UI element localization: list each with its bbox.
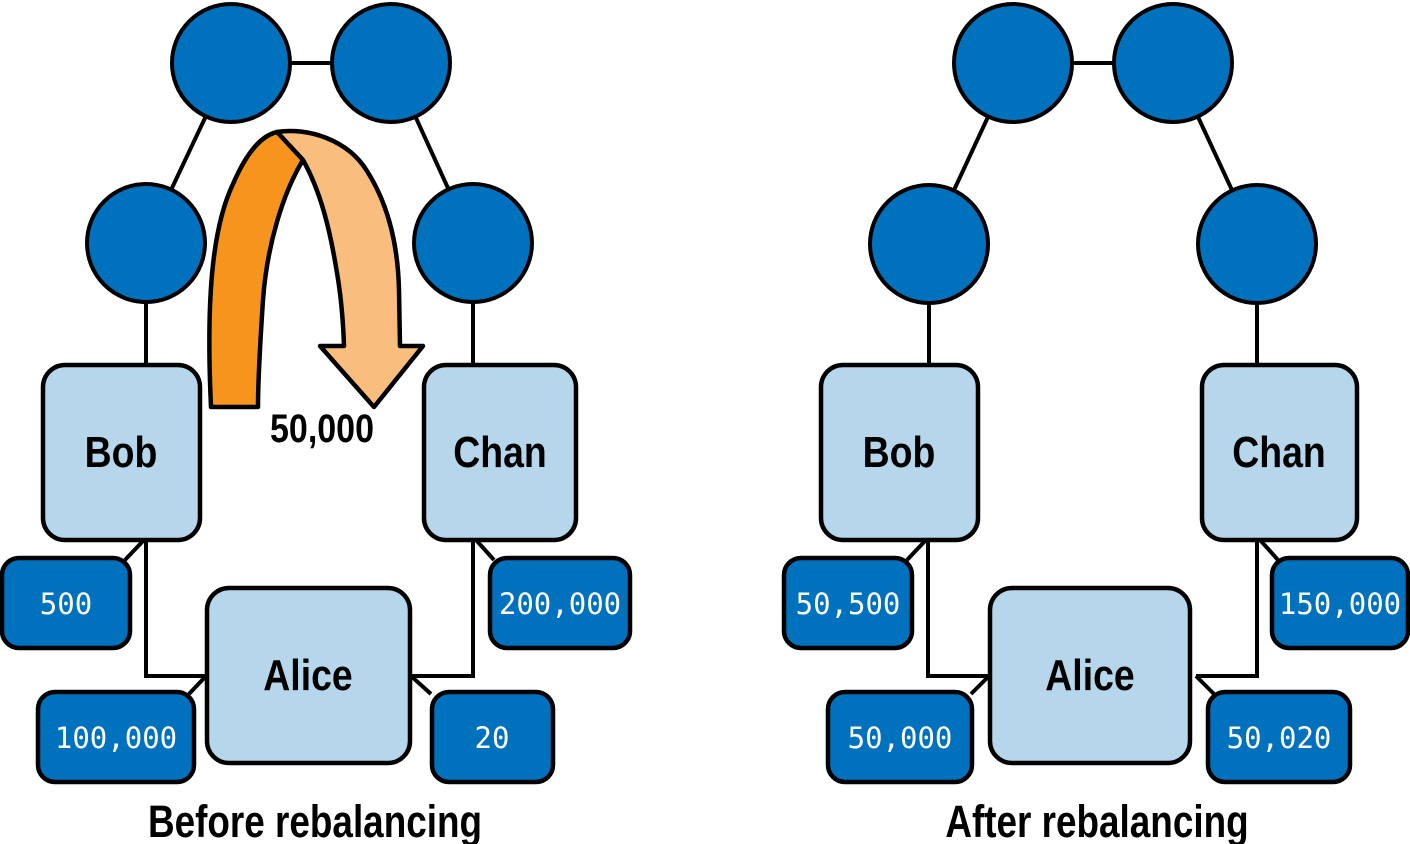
badge-chan-balance (1269, 555, 1410, 651)
chan-node-box (421, 362, 579, 543)
badge-alice-right-balance-value: 50,020 (1227, 721, 1332, 755)
network-node-circle (1112, 2, 1234, 124)
badge-alice-left-balance-value: 50,000 (848, 721, 953, 755)
named-nodes: Bob Chan Alice (818, 362, 1360, 766)
channel-bob-alice (144, 540, 206, 678)
channel-connectors (123, 539, 496, 696)
rebalance-arrow-light-band (274, 128, 426, 410)
tick-chan-badge (1259, 539, 1280, 562)
tick-bob-badge (905, 539, 927, 562)
alice-node-box (987, 585, 1193, 766)
bob-node-label: Bob (85, 427, 158, 477)
tick-bob-badge (123, 539, 145, 562)
tick-chan-badge (475, 539, 496, 562)
badge-alice-right-balance (429, 689, 556, 785)
alice-node-label: Alice (1045, 650, 1134, 700)
chan-node-label: Chan (1232, 427, 1325, 477)
network-node-circle (868, 183, 990, 305)
rebalance-amount-label: 50,000 (270, 405, 374, 450)
bob-node-label: Bob (863, 427, 936, 477)
after-caption: After rebalancing (945, 797, 1248, 844)
tick-alice-right-badge (1194, 674, 1216, 696)
badge-alice-left-balance-value: 100,000 (55, 721, 177, 755)
badge-bob-balance (781, 555, 915, 651)
network-node-circle (85, 182, 207, 304)
channel-bob-alice (926, 540, 989, 678)
balance-badges: 50,500 50,000 150,000 50,020 (781, 555, 1410, 785)
rebalance-arrow-dark-band (207, 129, 306, 410)
chan-node-label: Chan (453, 427, 546, 477)
tick-alice-right-badge (409, 674, 433, 696)
channel-chan-alice (1196, 540, 1259, 678)
network-nodes (85, 2, 534, 304)
network-node-circle (170, 2, 292, 124)
badge-chan-balance-value: 150,000 (1279, 587, 1401, 621)
tick-alice-left-badge (969, 674, 991, 696)
network-node-circle (952, 2, 1074, 124)
badge-alice-right-balance-value: 20 (475, 721, 510, 755)
badge-alice-right-balance (1205, 689, 1353, 785)
badge-bob-balance-value: 500 (40, 587, 92, 621)
network-node-circle (412, 182, 534, 304)
named-nodes: Bob Chan Alice (40, 362, 579, 766)
before-diagram: Bob Chan Alice 500 100,000 200,000 20 50… (0, 2, 633, 844)
before-caption: Before rebalancing (148, 797, 482, 844)
alice-node-label: Alice (263, 650, 352, 700)
badge-bob-balance-value: 50,500 (796, 587, 901, 621)
tick-alice-left-badge (187, 674, 208, 696)
chan-node-box (1199, 362, 1360, 543)
badge-bob-balance (0, 555, 133, 651)
badge-chan-balance-value: 200,000 (499, 587, 621, 621)
channel-connectors (905, 539, 1280, 696)
network-nodes (868, 2, 1318, 305)
channel-chan-alice (411, 540, 475, 678)
badge-alice-left-balance (825, 689, 975, 785)
network-node-circle (330, 2, 452, 124)
badge-chan-balance (487, 555, 633, 651)
balance-badges: 500 100,000 200,000 20 (0, 555, 633, 785)
alice-node-box (204, 585, 413, 766)
after-diagram: Bob Chan Alice 50,500 50,000 150,000 50,… (781, 2, 1410, 844)
bob-node-box (40, 362, 203, 543)
network-node-circle (1196, 183, 1318, 305)
rebalance-arrow: 50,000 (207, 128, 426, 451)
badge-alice-left-balance (35, 689, 197, 785)
bob-node-box (818, 362, 981, 543)
